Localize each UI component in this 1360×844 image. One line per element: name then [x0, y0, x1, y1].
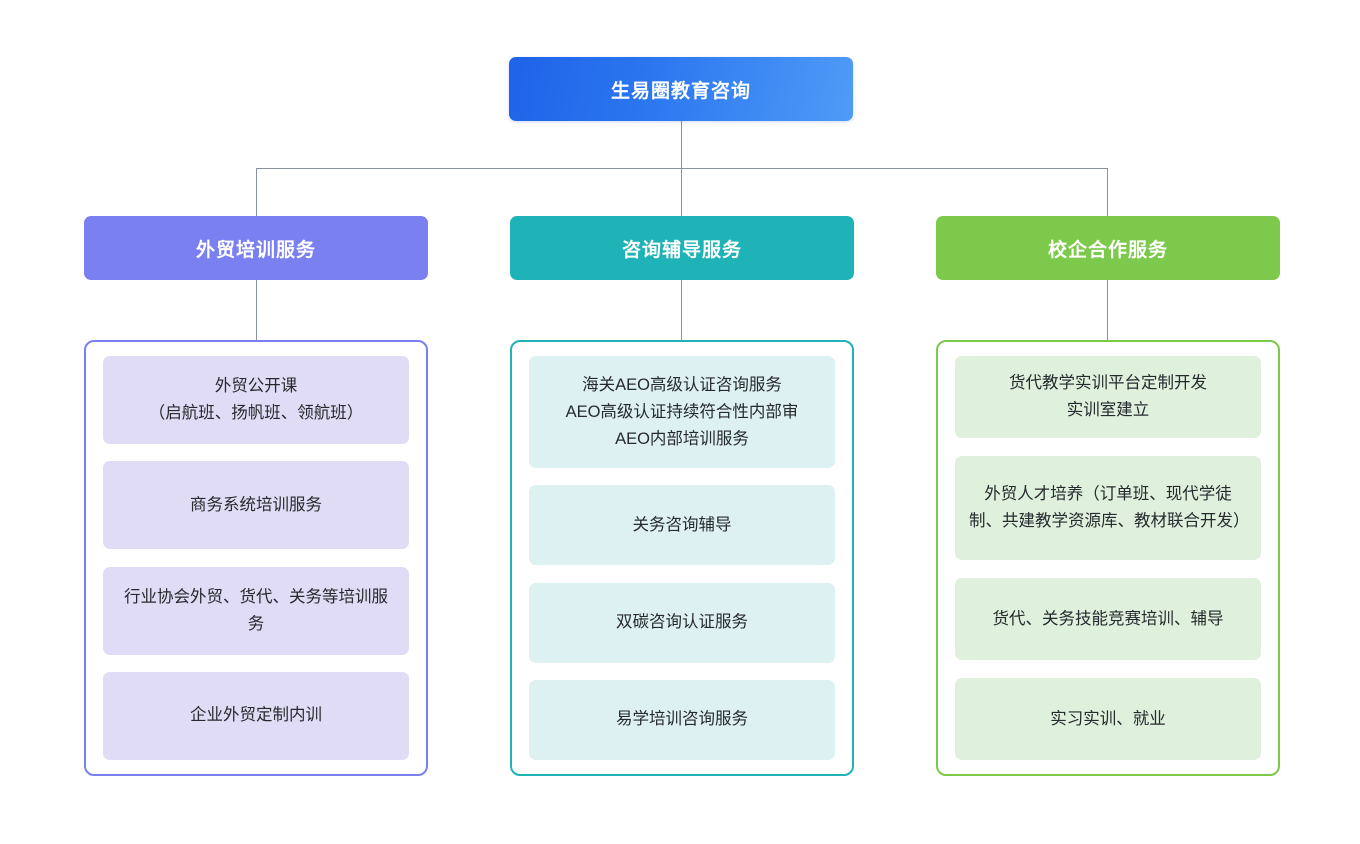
- leaf-card[interactable]: 外贸人才培养（订单班、现代学徒制、共建教学资源库、教材联合开发）: [955, 456, 1261, 560]
- branch-header-waimao-peixun[interactable]: 外贸培训服务: [84, 216, 428, 280]
- leaf-card-label: 易学培训咨询服务: [616, 710, 748, 729]
- leaf-card[interactable]: 货代、关务技能竞赛培训、辅导: [955, 578, 1261, 660]
- branch-header-zixun-fudao[interactable]: 咨询辅导服务: [510, 216, 854, 280]
- leaf-card-label: 货代教学实训平台定制开发 实训室建立: [1009, 374, 1207, 419]
- root-node-label: 生易圈教育咨询: [610, 80, 751, 102]
- leaf-card-label: 货代、关务技能竞赛培训、辅导: [992, 609, 1224, 628]
- leaf-card[interactable]: 货代教学实训平台定制开发 实训室建立: [955, 356, 1261, 438]
- leaf-card-label: 外贸公开课 （启航班、扬帆班、领航班）: [148, 377, 364, 422]
- branch-header-label: 校企合作服务: [1047, 239, 1168, 261]
- connector-branch-2-to-group: [681, 280, 682, 340]
- connector-drop-branch-2: [681, 168, 682, 216]
- connector-drop-branch-1: [256, 168, 257, 216]
- leaf-card-label: 关务咨询辅导: [632, 515, 732, 534]
- leaf-card[interactable]: 实习实训、就业: [955, 678, 1261, 760]
- leaf-card[interactable]: 易学培训咨询服务: [529, 679, 835, 760]
- leaf-card[interactable]: 关务咨询辅导: [529, 485, 835, 566]
- leaf-card[interactable]: 行业协会外贸、货代、关务等培训服务: [103, 566, 409, 655]
- leaf-card-label: 实习实训、就业: [1050, 709, 1166, 728]
- leaf-card[interactable]: 双碳咨询认证服务: [529, 582, 835, 663]
- leaf-card[interactable]: 外贸公开课 （启航班、扬帆班、领航班）: [103, 356, 409, 444]
- connector-root-stem: [681, 121, 682, 168]
- connector-branch-1-to-group: [256, 280, 257, 340]
- leaf-card-label: 行业协会外贸、货代、关务等培训服务: [124, 587, 388, 633]
- group-box-xiaoqi-hezuo: 货代教学实训平台定制开发 实训室建立 外贸人才培养（订单班、现代学徒制、共建教学…: [936, 340, 1280, 776]
- leaf-card[interactable]: 商务系统培训服务: [103, 461, 409, 550]
- root-node[interactable]: 生易圈教育咨询: [509, 57, 853, 121]
- branch-header-xiaoqi-hezuo[interactable]: 校企合作服务: [936, 216, 1280, 280]
- leaf-card[interactable]: 海关AEO高级认证咨询服务 AEO高级认证持续符合性内部审 AEO内部培训服务: [529, 356, 835, 468]
- leaf-card-label: 外贸人才培养（订单班、现代学徒制、共建教学资源库、教材联合开发）: [969, 485, 1250, 530]
- group-box-zixun-fudao: 海关AEO高级认证咨询服务 AEO高级认证持续符合性内部审 AEO内部培训服务 …: [510, 340, 854, 776]
- group-box-waimao-peixun: 外贸公开课 （启航班、扬帆班、领航班） 商务系统培训服务 行业协会外贸、货代、关…: [84, 340, 428, 776]
- connector-horizontal-bus: [256, 168, 1108, 169]
- leaf-card-label: 企业外贸定制内训: [190, 706, 322, 725]
- connector-drop-branch-3: [1107, 168, 1108, 216]
- branch-header-label: 外贸培训服务: [195, 239, 316, 261]
- leaf-card-label: 双碳咨询认证服务: [616, 613, 748, 632]
- branch-header-label: 咨询辅导服务: [621, 239, 742, 261]
- leaf-card[interactable]: 企业外贸定制内训: [103, 671, 409, 760]
- leaf-card-label: 海关AEO高级认证咨询服务 AEO高级认证持续符合性内部审 AEO内部培训服务: [565, 375, 799, 448]
- leaf-card-label: 商务系统培训服务: [190, 495, 322, 514]
- connector-branch-3-to-group: [1107, 280, 1108, 340]
